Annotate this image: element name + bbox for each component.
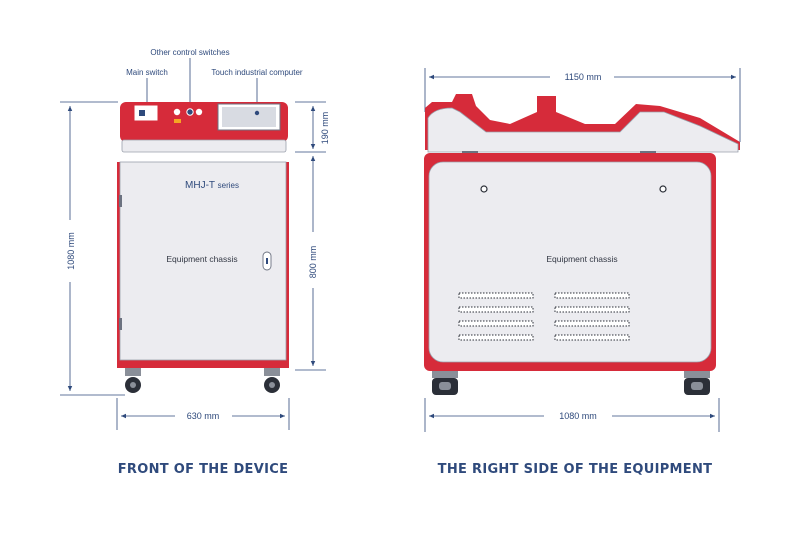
touch-screen-marker xyxy=(254,110,260,116)
side-chassis-label: Equipment chassis xyxy=(546,254,617,264)
main-switch-lever xyxy=(139,110,145,116)
dim-head-height: 190 mm xyxy=(320,112,330,145)
callout-other-switches: Other control switches xyxy=(150,48,229,57)
door-hinge-top xyxy=(119,195,122,207)
indicator-light xyxy=(174,119,181,123)
front-caster-right xyxy=(264,368,280,393)
front-caster-left xyxy=(125,368,141,393)
side-bottom-dimension-lines xyxy=(424,398,720,432)
front-head-shelf xyxy=(121,139,287,153)
side-caster-right xyxy=(684,371,710,395)
control-switch-3 xyxy=(195,108,203,116)
front-chassis-label: Equipment chassis xyxy=(166,254,237,264)
dim-front-width: 630 mm xyxy=(187,411,220,421)
front-view: Other control switches Main switch Touch… xyxy=(60,48,330,477)
dim-body-height: 800 mm xyxy=(308,246,318,279)
front-caption: FRONT OF THE DEVICE xyxy=(118,462,289,477)
side-screw-left xyxy=(480,185,488,193)
control-switch-1 xyxy=(173,108,181,116)
control-switch-2 xyxy=(186,108,194,116)
model-label: MHJ-T series xyxy=(185,180,239,191)
side-vent-right xyxy=(554,292,630,341)
side-caption: THE RIGHT SIDE OF THE EQUIPMENT xyxy=(438,462,713,477)
callout-touch-computer: Touch industrial computer xyxy=(211,68,302,77)
dim-side-bottom-width: 1080 mm xyxy=(559,411,597,421)
touch-screen-display xyxy=(222,107,276,127)
side-screw-right xyxy=(659,185,667,193)
body-height-label-bg xyxy=(305,232,321,288)
side-view: 1150 mm Equipment chassis xyxy=(424,68,741,477)
front-chassis-door xyxy=(119,161,287,361)
side-top-dimension-lines xyxy=(424,68,741,142)
height-label-bg xyxy=(62,220,78,282)
main-switch xyxy=(134,105,158,121)
door-lock-keyhole xyxy=(266,258,268,264)
callout-main-switch: Main switch xyxy=(126,68,168,77)
side-top-panel xyxy=(427,107,739,153)
door-hinge-bottom xyxy=(119,318,122,330)
dim-height-total: 1080 mm xyxy=(66,232,76,270)
side-caster-left xyxy=(432,371,458,395)
dim-side-top-width: 1150 mm xyxy=(565,72,602,82)
side-vent-left xyxy=(458,292,534,341)
